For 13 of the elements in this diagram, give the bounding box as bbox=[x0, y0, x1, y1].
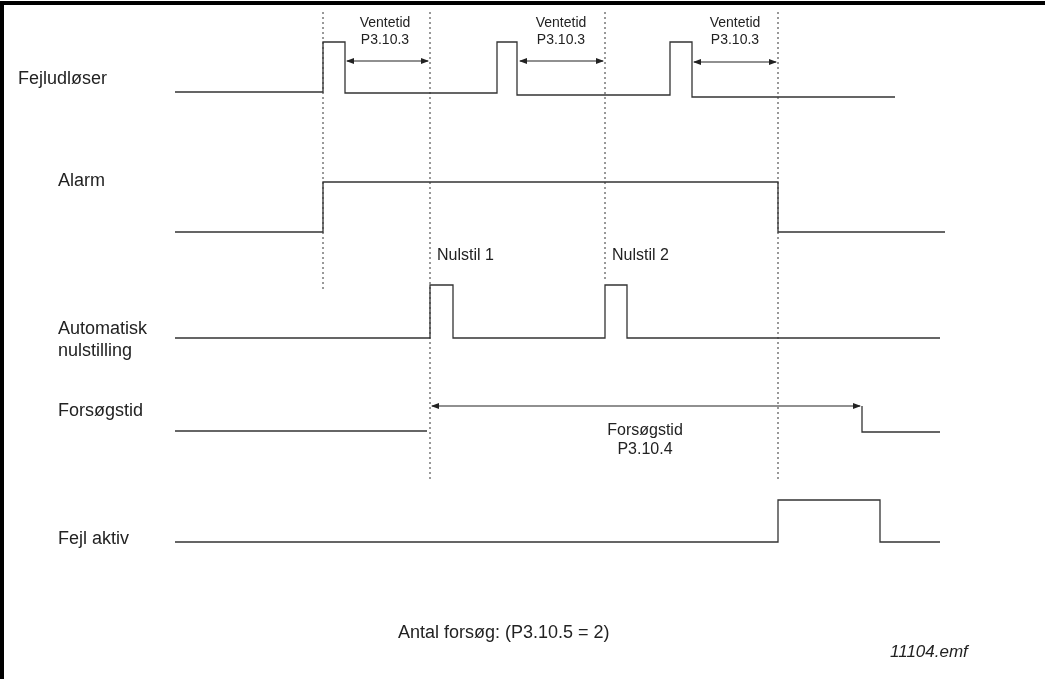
interval-label: Ventetid P3.10.3 bbox=[708, 14, 762, 48]
interval-label: Ventetid P3.10.3 bbox=[534, 14, 588, 48]
interval-label: Ventetid P3.10.3 bbox=[358, 14, 412, 48]
parameter-note: Antal forsøg: (P3.10.5 = 2) bbox=[398, 622, 611, 644]
signal-name: Automatisk nulstilling bbox=[58, 318, 149, 362]
signal-name: Forsøgstid bbox=[58, 400, 145, 422]
signal-name: Fejl aktiv bbox=[58, 528, 130, 550]
pulse-label: Nulstil 1 bbox=[437, 245, 495, 265]
pulse-label: Nulstil 2 bbox=[612, 245, 670, 265]
file-name: 11104.emf bbox=[890, 642, 970, 663]
signal-name: Fejludløser bbox=[18, 68, 109, 90]
interval-label: Forsøgstid P3.10.4 bbox=[606, 420, 684, 459]
signal-name: Alarm bbox=[58, 170, 106, 192]
